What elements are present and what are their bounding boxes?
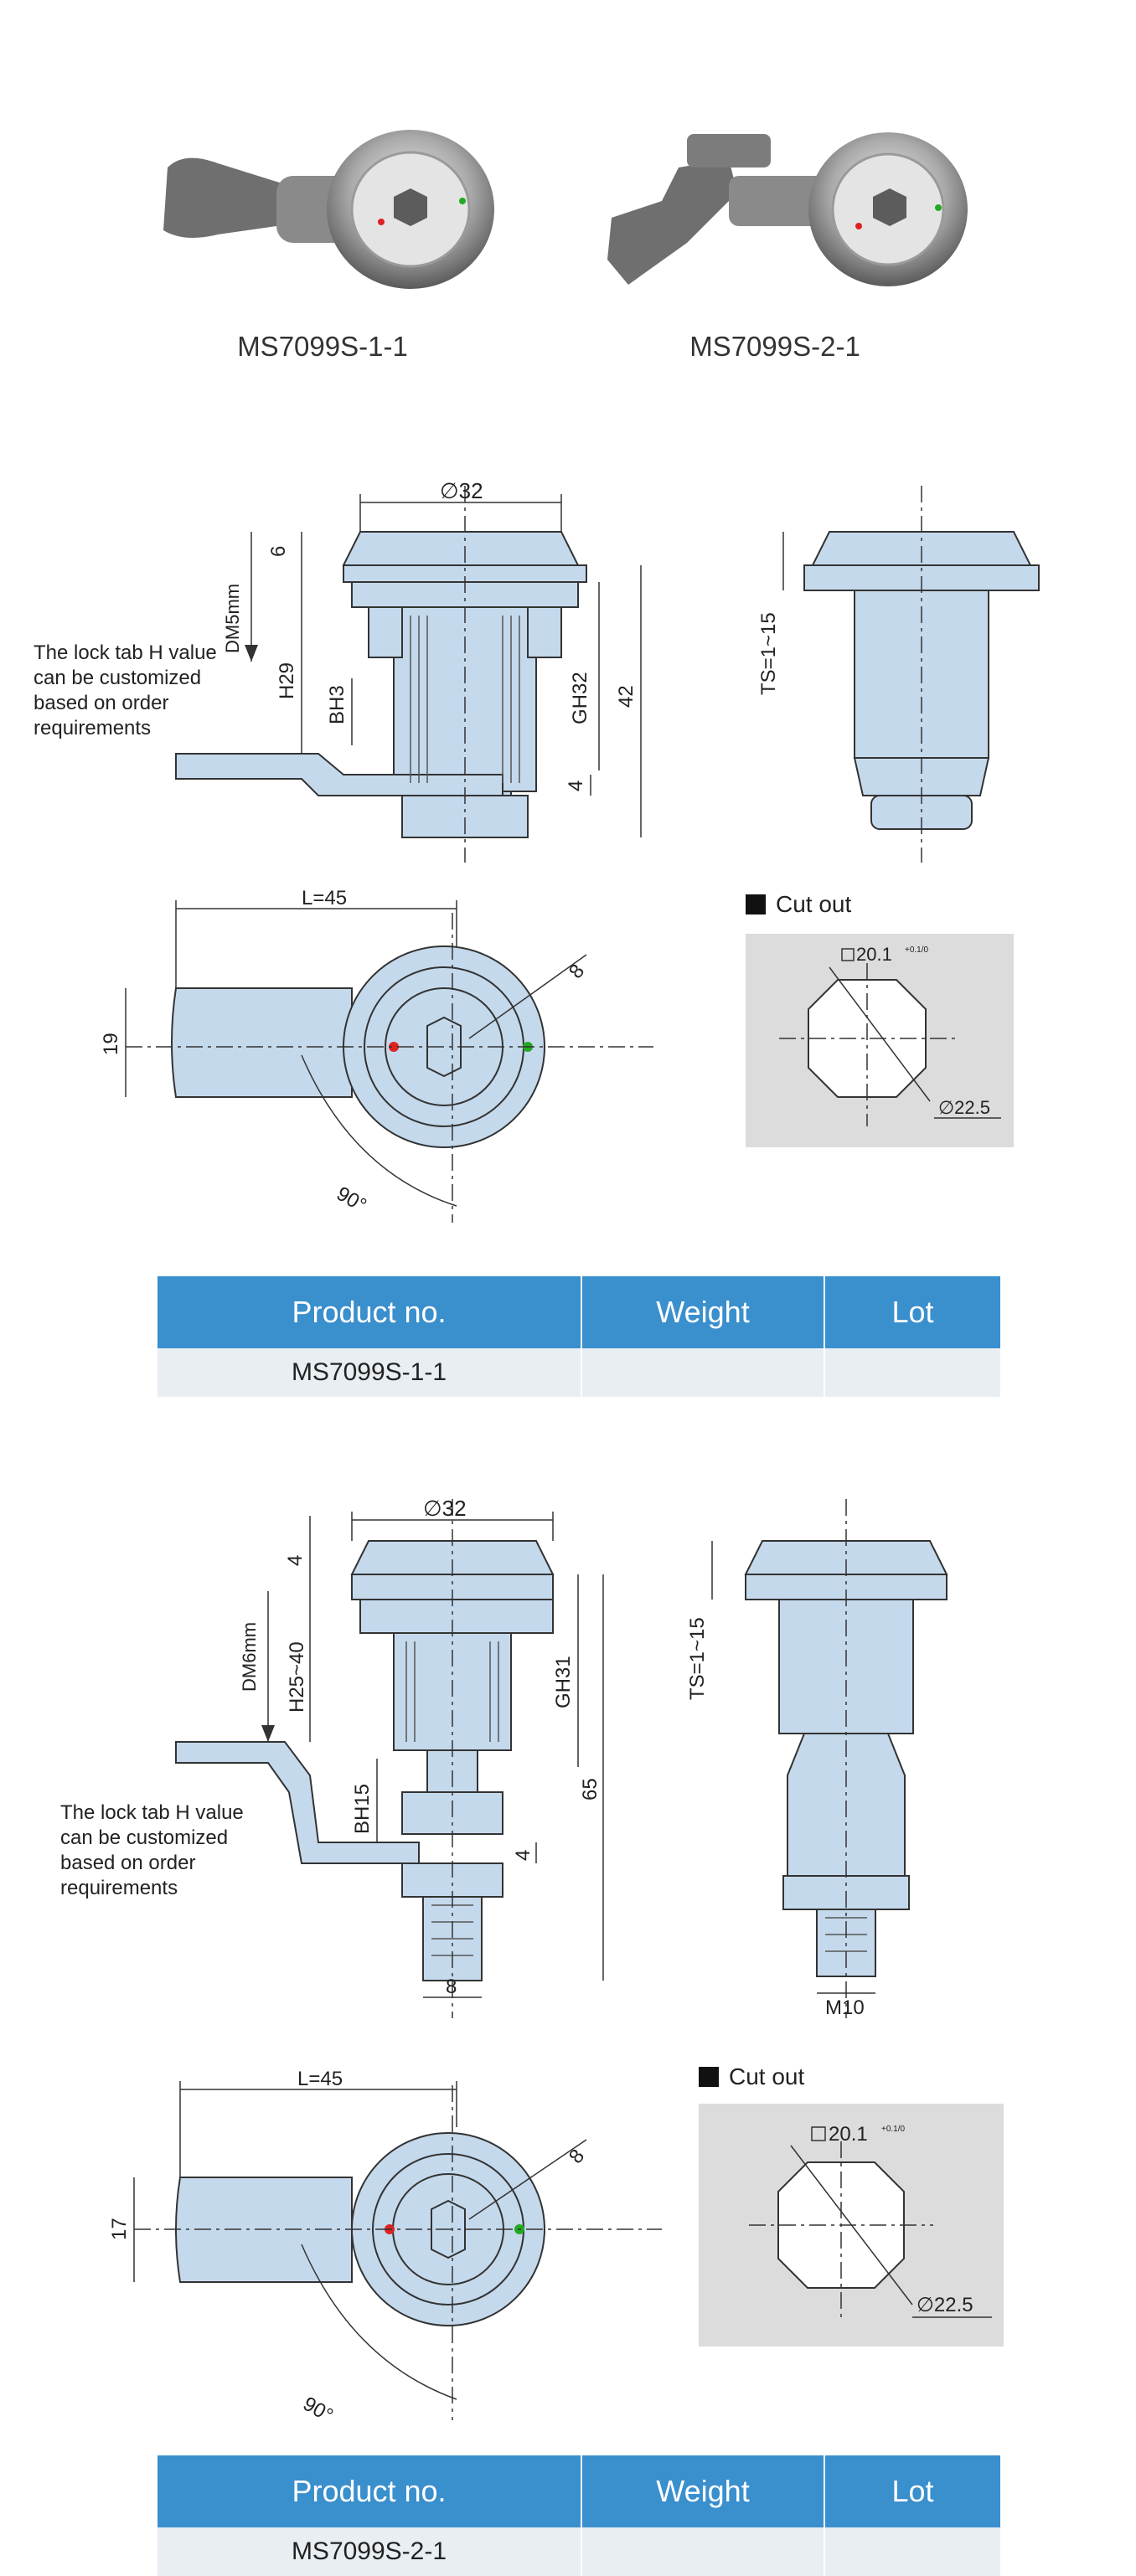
product-table-2: Product no. Weight Lot MS7099S-2-1 — [157, 2455, 1000, 2576]
dim-diameter-1: ∅32 — [440, 478, 483, 503]
dim-gh-1: GH32 — [569, 672, 591, 724]
header-lot: Lot — [824, 1276, 1000, 1348]
cutout-drawing-1: 20.1 +0.1/0 ∅22.5 — [746, 934, 1014, 1147]
cell-weight — [581, 1348, 825, 1397]
product-table-1: Product no. Weight Lot MS7099S-1-1 — [157, 1276, 1000, 1397]
dim-dm-1: DM5mm — [222, 584, 243, 653]
cutout-marker-1 — [746, 894, 766, 914]
cutout-square-1: 20.1 — [856, 944, 892, 965]
note-2: The lock tab H value can be customized b… — [60, 1801, 244, 1899]
dim-top-2: 4 — [284, 1555, 307, 1566]
top-view-drawing-1: L=45 19 8 90° — [100, 888, 653, 1223]
dim-total-1: 42 — [615, 685, 638, 708]
cutout-title-1: Cut out — [746, 891, 851, 918]
dim-ts-2: TS=1~15 — [686, 1617, 709, 1700]
dim-tab-2: 4 — [512, 1850, 534, 1861]
dim-angle-2: 90° — [299, 2393, 337, 2428]
header-weight: Weight — [581, 2455, 825, 2527]
header-product-no: Product no. — [157, 2455, 582, 2527]
side-view-drawing-1: ∅32 6 DM5mm H29 BH3 GH32 42 4 TS=1~15 — [175, 478, 1040, 863]
cell-product-no: MS7099S-2-1 — [157, 2527, 582, 2576]
dim-bh-2: BH15 — [351, 1784, 374, 1834]
dim-length-1: L=45 — [302, 888, 347, 909]
dim-ts-1: TS=1~15 — [757, 612, 780, 695]
note-1: The lock tab H value can be customized b… — [34, 641, 217, 739]
cutout-tol-2: +0.1/0 — [881, 2125, 906, 2134]
dim-gh-2: GH31 — [552, 1656, 575, 1708]
cutout-title-2: Cut out — [699, 2063, 804, 2090]
cutout-label-2: Cut out — [729, 2063, 805, 2089]
dim-total-2: 65 — [579, 1778, 602, 1801]
dim-thread-2: 8 — [446, 1976, 457, 1998]
dim-tab-1: 4 — [565, 781, 587, 791]
header-product-no: Product no. — [157, 1276, 582, 1348]
dim-length-2: L=45 — [297, 2069, 343, 2090]
dim-top-1: 6 — [267, 546, 290, 557]
cutout-marker-2 — [699, 2067, 719, 2087]
dim-width-2: 17 — [108, 2218, 131, 2240]
dim-h-1: H29 — [276, 662, 298, 699]
cell-lot — [824, 2527, 1000, 2576]
cell-weight — [581, 2527, 825, 2576]
dim-angle-1: 90° — [333, 1182, 370, 1218]
cell-lot — [824, 1348, 1000, 1397]
cutout-dia-1: ∅22.5 — [938, 1097, 990, 1118]
product-label-1: MS7099S-1-1 — [237, 331, 408, 362]
cutout-square-2: 20.1 — [829, 2123, 868, 2146]
dim-bh-1: BH3 — [326, 685, 349, 724]
dim-m-2: M10 — [825, 1996, 865, 2019]
header-lot: Lot — [824, 2455, 1000, 2527]
dim-h-2: H25~40 — [286, 1641, 308, 1713]
product-photo-1 — [163, 130, 494, 289]
cell-product-no: MS7099S-1-1 — [157, 1348, 582, 1397]
product-label-2: MS7099S-2-1 — [689, 331, 860, 362]
header-weight: Weight — [581, 1276, 825, 1348]
side-view-drawing-2: ∅32 4 DM6mm H25~40 BH15 GH31 65 4 8 TS=1… — [175, 1496, 948, 2019]
top-view-drawing-2: L=45 17 8 90° — [108, 2069, 662, 2428]
dim-diameter-2: ∅32 — [423, 1496, 467, 1521]
dim-hex-2: 8 — [565, 2145, 589, 2168]
cutout-tol-1: +0.1/0 — [905, 945, 929, 955]
dim-width-1: 19 — [100, 1033, 122, 1055]
dim-hex-1: 8 — [565, 960, 589, 983]
cutout-label-1: Cut out — [776, 891, 852, 917]
cutout-drawing-2: 20.1 +0.1/0 ∅22.5 — [699, 2104, 1004, 2347]
dim-dm-2: DM6mm — [239, 1622, 260, 1692]
cutout-dia-2: ∅22.5 — [917, 2294, 973, 2316]
product-photo-2 — [607, 132, 968, 286]
